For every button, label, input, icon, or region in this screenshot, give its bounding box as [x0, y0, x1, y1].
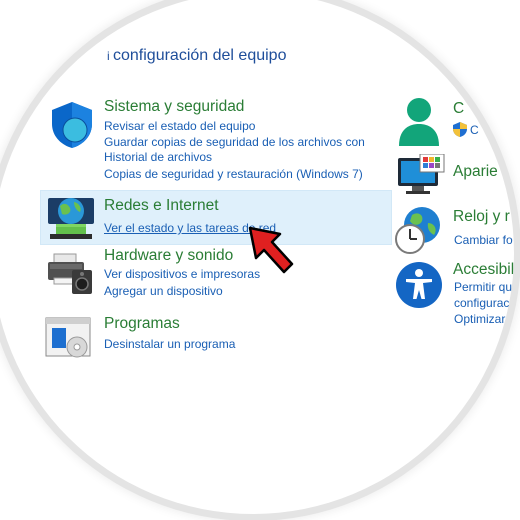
monitor-palette-icon[interactable]: [396, 154, 446, 196]
redes-row-highlight: [40, 190, 392, 245]
accessibility-icon[interactable]: [394, 260, 444, 310]
category-title-apariencia[interactable]: Aparie: [453, 163, 498, 180]
page-heading-text: configuración del equipo: [113, 47, 287, 64]
uac-shield-icon: [453, 122, 467, 137]
link-revisar-estado[interactable]: Revisar el estado del equipo: [104, 119, 256, 133]
category-title-cuentas[interactable]: C: [453, 100, 465, 117]
red-arrow-pointer-icon: [246, 224, 298, 280]
printer-speaker-icon[interactable]: [44, 250, 94, 296]
link-configuracion[interactable]: configurac: [454, 296, 510, 310]
category-title-reloj[interactable]: Reloj y r: [453, 208, 510, 225]
link-permitir[interactable]: Permitir qu: [454, 280, 513, 294]
link-ver-dispositivos[interactable]: Ver dispositivos e impresoras: [104, 267, 261, 281]
category-title-sistema[interactable]: Sistema y seguridad: [104, 98, 245, 115]
link-agregar-dispositivo[interactable]: Agregar un dispositivo: [104, 284, 223, 298]
category-title-redes[interactable]: Redes e Internet: [104, 197, 219, 214]
link-historial[interactable]: Historial de archivos: [104, 150, 213, 164]
shield-icon[interactable]: [48, 100, 96, 150]
link-cuentas-sub[interactable]: C: [470, 123, 479, 137]
control-panel-content: i configuración del equipo Sistema y seg…: [40, 47, 514, 360]
link-copias-restauracion[interactable]: Copias de seguridad y restauración (Wind…: [104, 167, 363, 181]
link-cambiar-formato[interactable]: Cambiar fo: [454, 233, 513, 247]
link-ver-estado-red[interactable]: Ver el estado y las tareas de red: [104, 221, 277, 235]
category-title-hardware[interactable]: Hardware y sonido: [104, 247, 234, 264]
network-globe-icon[interactable]: [44, 194, 98, 242]
magnifier-circle: i configuración del equipo Sistema y seg…: [40, 47, 514, 360]
page-heading: i configuración del equipo: [107, 47, 287, 64]
link-optimizar[interactable]: Optimizar: [454, 312, 506, 326]
category-title-accesibilidad[interactable]: Accesibil: [453, 261, 514, 278]
link-guardar-copias[interactable]: Guardar copias de seguridad de los archi…: [104, 135, 365, 149]
link-desinstalar-programa[interactable]: Desinstalar un programa: [104, 337, 236, 351]
user-accounts-icon[interactable]: [396, 96, 442, 148]
programs-disc-icon[interactable]: [44, 314, 94, 360]
category-title-programas[interactable]: Programas: [104, 315, 180, 332]
clock-globe-icon[interactable]: [394, 205, 444, 255]
